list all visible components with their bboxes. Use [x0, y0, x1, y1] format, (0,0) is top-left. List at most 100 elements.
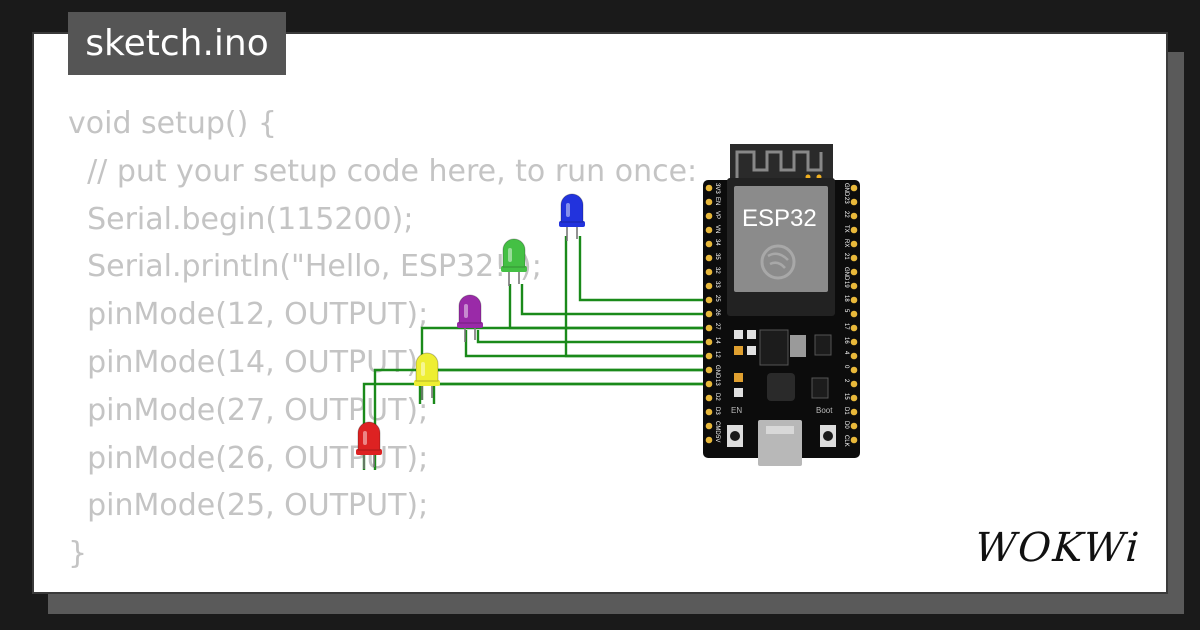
led-highlight — [421, 362, 425, 376]
led-rim — [457, 322, 483, 328]
pin-D2[interactable] — [705, 394, 713, 402]
pin-23[interactable] — [850, 198, 858, 206]
led-rim — [501, 266, 527, 272]
led-dome — [502, 238, 526, 268]
leds — [356, 193, 585, 469]
pin-CLK[interactable] — [850, 436, 858, 444]
pin-label: 33 — [714, 281, 720, 288]
pin-EN[interactable] — [705, 198, 713, 206]
pin-GND[interactable] — [850, 268, 858, 276]
pin-D0[interactable] — [850, 422, 858, 430]
code-line: pinMode(12, OUTPUT); — [68, 297, 429, 333]
code-preview: void setup() { // put your setup code he… — [68, 100, 697, 578]
wire-blue[interactable] — [578, 236, 709, 302]
pin-label: 19 — [843, 281, 849, 288]
left-pin-header: 3V3ENVPVN343532332526271412GND13D2D3CMD5… — [705, 183, 720, 444]
pin-13[interactable] — [705, 380, 713, 388]
pin-CMD[interactable] — [705, 422, 713, 430]
smd-component — [734, 388, 743, 397]
pin-label: 0 — [843, 365, 849, 369]
pin-33[interactable] — [705, 282, 713, 290]
pin-GND[interactable] — [850, 184, 858, 192]
pin-TX[interactable] — [850, 226, 858, 234]
code-line: pinMode(14, OUTPUT); — [68, 344, 429, 380]
pin-16[interactable] — [850, 338, 858, 346]
pin-35[interactable] — [705, 254, 713, 262]
led-rim — [559, 221, 585, 227]
pin-3V3[interactable] — [705, 184, 713, 192]
led-highlight — [464, 304, 468, 318]
led-blue[interactable] — [559, 193, 585, 241]
pin-18[interactable] — [850, 296, 858, 304]
pin-label: RX — [843, 239, 849, 247]
esp32-board[interactable]: ESP32 3V3ENVPVN343532332526271412GND13D2… — [703, 144, 860, 466]
pin-label: 23 — [843, 197, 849, 204]
en-button-label: EN — [731, 406, 742, 415]
wires — [362, 236, 709, 470]
pin-27[interactable] — [705, 324, 713, 332]
pin-2[interactable] — [850, 380, 858, 388]
pin-D3[interactable] — [705, 408, 713, 416]
pin-VN[interactable] — [705, 226, 713, 234]
pin-32[interactable] — [705, 268, 713, 276]
usb-port-opening — [766, 426, 794, 434]
pin-GND[interactable] — [705, 366, 713, 374]
led-red[interactable] — [356, 421, 382, 469]
pin-22[interactable] — [850, 212, 858, 220]
pin-15[interactable] — [850, 394, 858, 402]
smd-component — [747, 346, 756, 355]
led-dome — [357, 421, 381, 451]
regulator-tab — [790, 335, 806, 357]
pin-25[interactable] — [705, 296, 713, 304]
led-highlight — [508, 248, 512, 262]
pin-label: GND — [714, 365, 720, 379]
code-line: pinMode(27, OUTPUT); — [68, 392, 429, 428]
pin-label: 22 — [843, 211, 849, 218]
wokwi-logo[interactable]: WOKWi — [973, 525, 1143, 571]
pin-label: 21 — [843, 253, 849, 260]
code-line: pinMode(26, OUTPUT); — [68, 440, 429, 476]
pin-17[interactable] — [850, 324, 858, 332]
wire-yellow[interactable] — [418, 326, 709, 404]
file-tab[interactable]: sketch.ino — [68, 12, 286, 75]
pin-5V[interactable] — [705, 436, 713, 444]
boot-button-label: Boot — [816, 406, 833, 415]
module-shield — [734, 186, 828, 292]
led-purple[interactable] — [457, 294, 483, 342]
pin-label: 5 — [843, 309, 849, 313]
wire-purple[interactable] — [464, 330, 709, 358]
pin-label: 13 — [714, 379, 720, 386]
pin-21[interactable] — [850, 254, 858, 262]
pin-D1[interactable] — [850, 408, 858, 416]
pin-0[interactable] — [850, 366, 858, 374]
pin-26[interactable] — [705, 310, 713, 318]
led-dome — [560, 193, 584, 223]
wire-red[interactable] — [362, 236, 709, 470]
pin-19[interactable] — [850, 282, 858, 290]
led-highlight — [363, 431, 367, 445]
pin-label: 14 — [714, 337, 720, 344]
code-line: // put your setup code here, to run once… — [68, 153, 698, 189]
pin-VP[interactable] — [705, 212, 713, 220]
pin-label: 18 — [843, 295, 849, 302]
pin-label: D3 — [714, 407, 720, 415]
led-dome — [415, 352, 439, 382]
led-yellow[interactable] — [414, 352, 440, 400]
wire-green[interactable] — [508, 284, 709, 330]
pin-label: 25 — [714, 295, 720, 302]
pin-14[interactable] — [705, 338, 713, 346]
led-dome — [458, 294, 482, 324]
led-rim — [356, 449, 382, 455]
pin-label: 5V — [714, 435, 720, 442]
pin-34[interactable] — [705, 240, 713, 248]
pin-12[interactable] — [705, 352, 713, 360]
pin-RX[interactable] — [850, 240, 858, 248]
led-green[interactable] — [501, 238, 527, 286]
led-rim — [414, 380, 440, 386]
pin-label: 27 — [714, 323, 720, 330]
pin-label: CLK — [843, 435, 849, 447]
pin-4[interactable] — [850, 352, 858, 360]
pin-5[interactable] — [850, 310, 858, 318]
pin-label: D0 — [843, 421, 849, 429]
